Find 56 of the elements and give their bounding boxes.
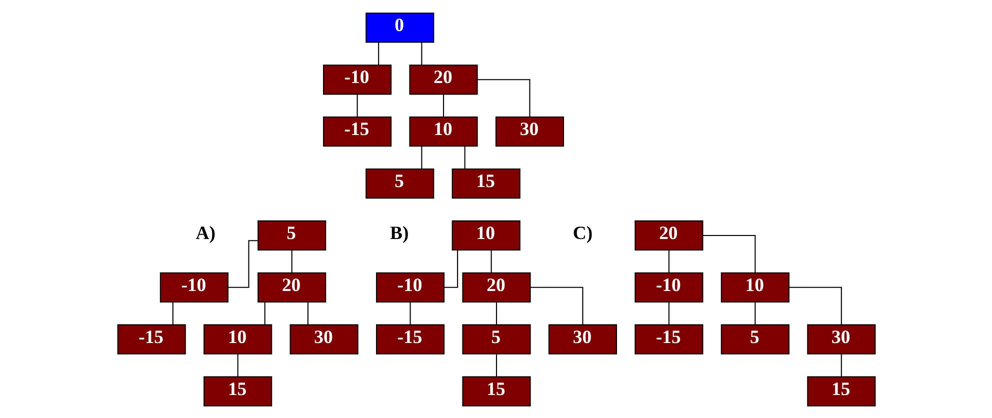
node-box: 10 — [408, 116, 478, 146]
connector — [668, 250, 669, 272]
node-label: B) — [390, 222, 408, 244]
connector — [754, 302, 756, 324]
connector — [290, 250, 292, 272]
connector — [420, 146, 422, 168]
connector — [378, 42, 379, 65]
node-box: 15 — [806, 376, 876, 406]
node-box: -10 — [322, 64, 392, 94]
node-box: -15 — [116, 324, 186, 354]
node-box: 5 — [365, 168, 434, 198]
connector — [702, 234, 756, 272]
connector — [172, 302, 173, 324]
connector — [477, 78, 530, 116]
connector — [442, 94, 444, 116]
node-box: 30 — [548, 324, 616, 354]
node-box: 15 — [451, 168, 520, 198]
node-box: -15 — [634, 324, 703, 354]
connector — [464, 146, 465, 168]
node-box: 15 — [462, 376, 530, 406]
connector — [236, 354, 238, 376]
connector — [840, 354, 842, 376]
connector — [409, 302, 410, 324]
connector — [495, 354, 497, 376]
node-box: 5 — [720, 324, 789, 354]
node-box: 10 — [451, 220, 520, 250]
node-box: 20 — [462, 272, 530, 302]
connector — [356, 94, 358, 116]
node-box: 30 — [806, 324, 876, 354]
node-box: -10 — [376, 272, 444, 302]
node-box: 5 — [257, 220, 326, 250]
connector — [264, 302, 265, 324]
node-box: -15 — [376, 324, 444, 354]
node-box: 30 — [494, 116, 564, 146]
connector — [788, 286, 842, 324]
node-box: 5 — [462, 324, 530, 354]
node-box: 10 — [203, 324, 272, 354]
node-box: 0 — [365, 12, 434, 42]
node-box: 10 — [720, 272, 789, 302]
node-box: 20 — [408, 64, 478, 94]
node-box: -10 — [634, 272, 703, 302]
connector — [495, 302, 497, 324]
node-box: -15 — [322, 116, 392, 146]
node-box: -10 — [159, 272, 228, 302]
node-box: 15 — [203, 376, 272, 406]
connector — [306, 302, 308, 324]
node-label: C) — [572, 222, 592, 244]
node-box: 30 — [289, 324, 358, 354]
connector — [490, 250, 492, 272]
connector — [530, 286, 583, 324]
connector — [420, 42, 422, 65]
connector — [228, 240, 258, 288]
connector — [668, 302, 669, 324]
node-box: 20 — [257, 272, 326, 302]
node-box: 20 — [634, 220, 703, 250]
node-label: A) — [195, 222, 215, 244]
